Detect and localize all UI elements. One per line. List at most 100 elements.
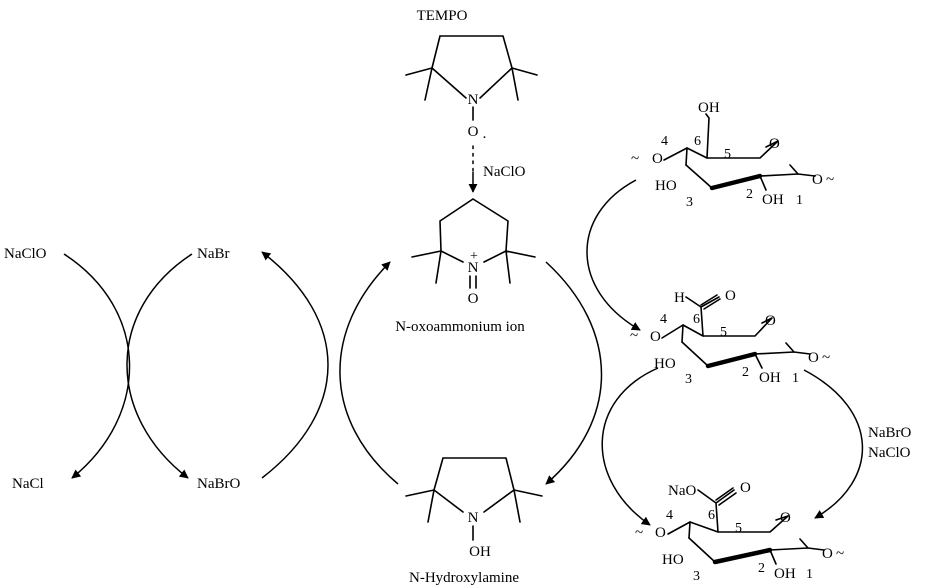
naclo-top-label: NaClO [483, 164, 526, 180]
ring-left-edge [663, 147, 688, 166]
pos-2: 2 [746, 187, 753, 202]
c3-hydroxyl: HO [655, 178, 677, 194]
tempo-nitrogen: N [468, 92, 479, 108]
wavy-right: ~ [826, 172, 834, 188]
oxoammonium-label: N-oxoammonium ion [395, 319, 525, 335]
pos-5-2: 5 [720, 325, 727, 340]
glucose-to-aldehyde-arrow [586, 179, 641, 331]
ring-bottom-edges-2 [681, 341, 811, 367]
carboxylate-oxygen: O [740, 480, 751, 496]
ring-bottom-bold-3 [712, 547, 773, 565]
carboxylate-nao: NaO [668, 483, 696, 499]
wavy-left-3: ~ [635, 525, 643, 541]
tempo-molecule: TEMPO N O · [405, 8, 538, 146]
hydroxylamine-hydroxyl: OH [469, 544, 491, 560]
aldehyde-to-carboxylate-arrow [601, 367, 659, 526]
pos-1-2: 1 [792, 371, 799, 386]
oxoammonium-nitrogen: N [468, 260, 479, 276]
pos-6: 6 [694, 134, 701, 149]
pos-2-3: 2 [758, 561, 765, 576]
oxoammonium-to-hydroxylamine-arc [545, 261, 603, 485]
hydroxylamine-to-oxoammonium-arc [339, 261, 399, 485]
pos-2-2: 2 [742, 365, 749, 380]
ring-bottom-edges-3 [688, 537, 825, 563]
wavy-left-2: ~ [630, 328, 638, 344]
ring-oxygen-2: O [765, 313, 776, 329]
aldehyde-hydrogen: H [674, 290, 685, 306]
o4-oxygen: O [652, 151, 663, 167]
glucose-carboxylate: NaO O O O O HO OH 4 6 5 3 2 1 ~ ~ [635, 480, 844, 584]
c2-hydroxyl: OH [762, 192, 784, 208]
ring-bottom-edges [685, 164, 816, 189]
carboxylate-double-bond [715, 487, 737, 506]
ring-bottom-bold-2 [705, 351, 758, 369]
c2-hydroxyl-2: OH [759, 370, 781, 386]
nabro-label: NaBrO [197, 476, 240, 492]
c3-hydroxyl-2: HO [654, 356, 676, 372]
o1-oxygen-2: O [808, 350, 819, 366]
nabr-label: NaBr [197, 246, 230, 262]
o1-oxygen: O [812, 172, 823, 188]
hydroxylamine-ring [433, 457, 515, 513]
tempo-oxygen: O [468, 124, 479, 140]
ring-bottom-bold [709, 173, 763, 191]
aldehyde-double-bond [700, 294, 721, 310]
hydroxylamine-molecule: N OH N-Hydroxylamine [405, 457, 543, 586]
pos-1-3: 1 [806, 567, 813, 582]
oxoammonium-ring [439, 198, 509, 263]
ring-left-edge-3 [667, 521, 691, 539]
oxoammonium-methyls [411, 250, 536, 284]
o4-oxygen-2: O [650, 329, 661, 345]
nabro-to-nabr-arc [261, 251, 329, 479]
c2-oh-bond-3 [769, 549, 777, 565]
tempo-label: TEMPO [417, 8, 468, 24]
naclo-left-label: NaClO [4, 246, 47, 262]
c3-hydroxyl-3: HO [662, 552, 684, 568]
tempo-ring [431, 35, 513, 99]
o1-oxygen-3: O [822, 546, 833, 562]
pos-5-3: 5 [735, 521, 742, 536]
pos-6-3: 6 [708, 508, 715, 523]
wavy-left: ~ [631, 151, 639, 167]
pos-4: 4 [661, 134, 668, 149]
pos-4-2: 4 [660, 312, 667, 327]
oxoammonium-charge: + [470, 249, 478, 264]
ring-left-edge-2 [661, 324, 684, 343]
aldehyde-oxygen: O [725, 288, 736, 304]
glucose-primary-alcohol: OH O O O HO OH 4 6 5 3 2 1 ~ ~ [631, 100, 834, 210]
wavy-right-2: ~ [822, 350, 830, 366]
pos-6-2: 6 [693, 312, 700, 327]
c6-hydroxyl: OH [698, 100, 720, 116]
oxoammonium-oxygen: O [468, 291, 479, 307]
aldehyde-to-carboxylate-right-arc [803, 369, 864, 519]
c6-chain [705, 113, 710, 159]
c2-oh-bond-2 [754, 353, 763, 369]
nabr-to-nabro-arc [126, 253, 193, 479]
ring-oxygen-3: O [780, 510, 791, 526]
naclo-to-nacl-arc [63, 253, 131, 479]
tempo-radical-dot: · [482, 130, 487, 146]
pos-3-2: 3 [685, 372, 692, 387]
nacl-label: NaCl [12, 476, 44, 492]
c2-oh-bond [759, 175, 767, 191]
ring-oxygen: O [769, 136, 780, 152]
hydroxylamine-methyls [405, 489, 543, 523]
glucose-aldehyde: H O O O O HO OH 4 6 5 3 2 1 ~ ~ [630, 288, 830, 387]
pos-5: 5 [724, 147, 731, 162]
aldehyde-c6-bonds [685, 296, 720, 337]
ring-top-edges-2 [682, 317, 773, 337]
hydroxylamine-label: N-Hydroxylamine [409, 570, 519, 586]
nabro-right-label: NaBrO [868, 425, 911, 441]
wavy-right-3: ~ [836, 546, 844, 562]
oxoammonium-molecule: N + O N-oxoammonium ion [395, 198, 536, 335]
o4-oxygen-3: O [655, 525, 666, 541]
pos-4-3: 4 [666, 508, 673, 523]
carboxylate-c6-bonds [697, 489, 735, 533]
pos-3: 3 [686, 195, 693, 210]
hydroxylamine-nitrogen: N [468, 510, 479, 526]
ring-top-edges-3 [689, 515, 789, 533]
c2-hydroxyl-3: OH [774, 566, 796, 582]
naclo-right-label: NaClO [868, 445, 911, 461]
pos-3-3: 3 [693, 569, 700, 584]
